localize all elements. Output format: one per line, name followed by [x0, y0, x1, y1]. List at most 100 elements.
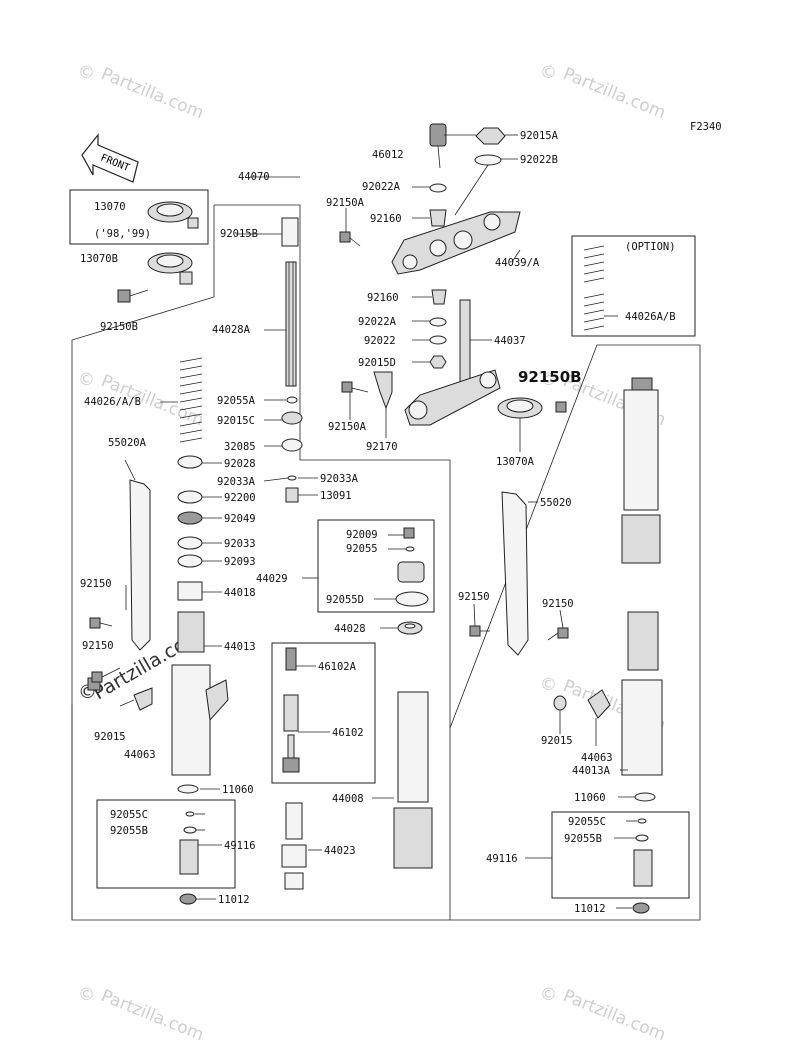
bolt-46012-part: [429, 123, 447, 169]
valve-49116-left-part: [179, 839, 199, 875]
bolt-92150-right-part: [469, 625, 490, 637]
bolt-92150-left-part: [89, 617, 113, 629]
part-labels: 13070 ('98,'99) 13070B 92150B 44070 9201…: [80, 130, 676, 915]
part-label: 92160: [370, 213, 402, 225]
spacer-92015B-part: [281, 217, 299, 247]
part-label: 49116: [486, 853, 518, 865]
part-label: 92055B: [110, 825, 148, 837]
oring-11060-left-part: [177, 784, 199, 794]
outer-tube-44013A-part: [621, 611, 663, 776]
spring-44026-option-part: [583, 245, 605, 331]
part-label: 44063: [581, 752, 613, 764]
part-label: 92150: [458, 591, 490, 603]
part-label: 92022B: [520, 154, 558, 166]
ring-92093-part: [177, 554, 203, 568]
part-label: 92160: [367, 292, 399, 304]
option-label: (OPTION): [625, 241, 676, 253]
part-label: 92150A: [328, 421, 367, 433]
collar-92160-mid-part: [431, 289, 447, 305]
part-label: 11060: [574, 792, 606, 804]
part-label: 44018: [224, 587, 256, 599]
part-label: 92150A: [326, 197, 365, 209]
ring-92033-part: [177, 536, 203, 550]
year-variant-label: ('98,'99): [94, 228, 151, 240]
right-fork-upper-part: [621, 377, 661, 564]
part-label: 44037: [494, 335, 526, 347]
part-label: 55020: [540, 497, 572, 509]
watermark-symbol: ©: [78, 63, 95, 83]
part-label: 92055D: [326, 594, 364, 606]
part-label: 92055: [346, 543, 378, 555]
part-label: 46012: [372, 149, 404, 161]
oring-92055C-left-part: [185, 811, 195, 817]
washer-92022A-part: [429, 183, 447, 193]
part-label: 92170: [366, 441, 398, 453]
tube-44023-part: [281, 802, 307, 890]
watermark-symbol: ©: [540, 63, 557, 83]
part-label: 44023: [324, 845, 356, 857]
washer-92022-part: [429, 335, 447, 345]
oring-92055A-part: [286, 396, 298, 404]
watermark-symbol: ©: [540, 675, 557, 695]
seal-92049-part: [177, 511, 203, 525]
fork-guard-55020A-part: [129, 479, 151, 651]
part-label: 92028: [224, 458, 256, 470]
watermark-symbol: ©: [78, 370, 95, 390]
46102-assembly-box: [271, 642, 376, 784]
clamp-13070A-part: [497, 397, 567, 419]
part-label: 92150: [82, 640, 114, 652]
cap-44028-part: [397, 621, 423, 635]
outer-tube-44013-part: [171, 611, 229, 776]
bolt-92150B-part: [117, 289, 149, 303]
part-label: 92022: [364, 335, 396, 347]
part-label: 11060: [222, 784, 254, 796]
part-label: 92055B: [564, 833, 602, 845]
bolt-92150-right2-part: [547, 627, 569, 641]
washer-92200-part: [177, 490, 203, 504]
part-label: 44039/A: [495, 257, 540, 269]
part-label: 44028A: [212, 324, 251, 336]
part-label: 55020A: [108, 437, 147, 449]
part-label: 92015: [541, 735, 573, 747]
part-label: 92015: [94, 731, 126, 743]
holder-44063-left-part: [133, 687, 153, 711]
part-label: 49116: [224, 840, 256, 852]
watermark-text: Partzilla.com: [560, 986, 668, 1045]
part-label: 44029: [256, 573, 288, 585]
nut-92015D-part: [429, 355, 447, 369]
upper-clamp-44039-part: [391, 211, 521, 275]
oring-92055B-right-part: [635, 834, 649, 842]
inner-tube-44008-part: [393, 691, 433, 869]
part-label: 92033A: [320, 473, 359, 485]
part-label: 32085: [224, 441, 256, 453]
watermark-text: Partzilla.com: [98, 64, 206, 123]
watermark-symbol: ©: [540, 985, 557, 1005]
part-label: 46102A: [318, 661, 357, 673]
washer-92022B-part: [474, 154, 502, 166]
front-arrow-icon: FRONT: [81, 133, 139, 183]
part-label: 92015C: [217, 415, 255, 427]
watermark-text: Partzilla.com: [98, 986, 206, 1045]
leader-lines: [119, 134, 637, 909]
part-label: 92015B: [220, 228, 258, 240]
clamp-13070-part: [147, 201, 199, 229]
fork-guard-55020-part: [501, 491, 529, 656]
valve-13091-part: [285, 487, 299, 503]
assembly-outline: [71, 204, 701, 921]
49116-right-box: [551, 811, 690, 899]
part-label: 92150: [80, 578, 112, 590]
part-label-large: 92150B: [518, 368, 582, 386]
part-label: 92055A: [217, 395, 256, 407]
collar-32085-part: [281, 438, 303, 452]
part-label: 44070: [238, 171, 270, 183]
part-label: 92200: [224, 492, 256, 504]
washer-92022A-mid-part: [429, 317, 447, 327]
collar-92160-part: [429, 209, 447, 227]
part-label: 11012: [218, 894, 250, 906]
damper-rod-44028A-part: [285, 261, 297, 387]
ring-92033A-part: [287, 475, 297, 481]
figure-code: F2340: [690, 121, 722, 133]
year-variant-box: [69, 189, 209, 245]
